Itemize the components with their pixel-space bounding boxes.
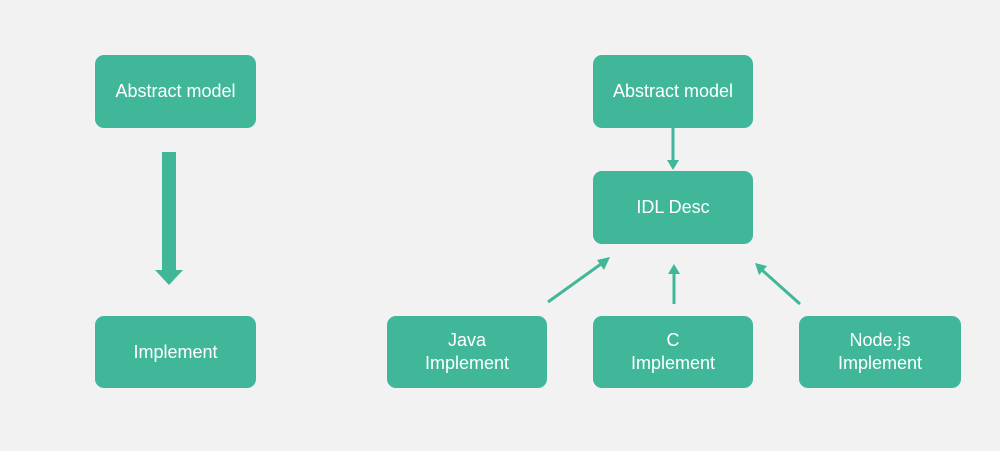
nodejs-implement-box: Node.js Implement: [799, 316, 961, 388]
nodejs-implement-line2: Implement: [837, 353, 923, 373]
arrow-left-abstract-to-implement: [155, 152, 183, 285]
c-implement-line2: Implement: [630, 353, 716, 373]
nodejs-implement-line1: Node.js: [849, 330, 911, 350]
c-implement-line1: C: [666, 330, 680, 350]
arrow-abstract-to-idl: [667, 128, 679, 170]
left-abstract-model-label: Abstract model: [115, 81, 236, 101]
arrow-java-to-idl: [547, 257, 610, 304]
idl-desc-label: IDL Desc: [636, 197, 710, 217]
idl-desc-box: IDL Desc: [593, 171, 753, 244]
c-implement-box: C Implement: [593, 316, 753, 388]
arrow-nodejs-to-idl: [755, 263, 802, 306]
left-abstract-model-box: Abstract model: [95, 55, 256, 128]
arrow-c-to-idl: [668, 264, 680, 304]
java-implement-line1: Java: [447, 330, 487, 350]
left-implement-box: Implement: [95, 316, 256, 388]
java-implement-line2: Implement: [424, 353, 510, 373]
left-implement-label: Implement: [133, 341, 218, 362]
right-abstract-model-box: Abstract model: [593, 55, 753, 128]
java-implement-box: Java Implement: [387, 316, 547, 388]
right-abstract-model-label: Abstract model: [612, 81, 734, 101]
